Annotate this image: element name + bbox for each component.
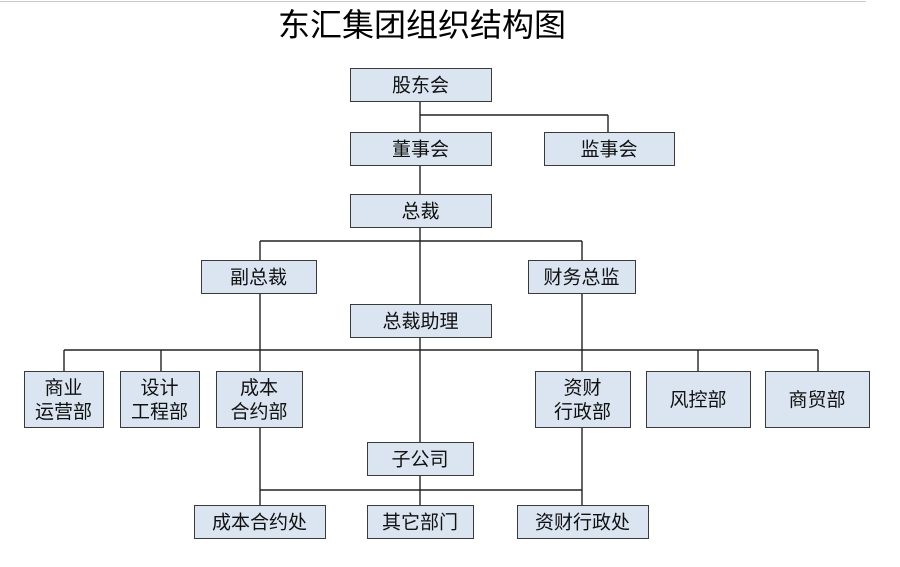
node-box: [544, 132, 675, 166]
chart-title: 东汇集团组织结构图: [278, 6, 566, 44]
node-label: 行政部: [554, 401, 611, 423]
node-cost-contract-office: 成本合约处: [194, 505, 326, 539]
node-other-depts: 其它部门: [367, 505, 474, 539]
node-label: 副总裁: [230, 267, 287, 289]
node-label: 子公司: [391, 449, 448, 471]
node-box: [517, 505, 649, 539]
node-president: 总裁: [350, 194, 492, 228]
node-shareholders: 股东会: [350, 68, 492, 102]
node-box: [350, 194, 492, 228]
node-box: [367, 505, 474, 539]
node-label: 运营部: [35, 401, 92, 423]
node-trade: 商贸部: [765, 371, 870, 428]
node-subsidiary: 子公司: [367, 442, 474, 476]
connectors: [63, 101, 819, 505]
node-label: 资财: [563, 377, 601, 399]
node-label: 监事会: [580, 139, 637, 161]
node-box: [350, 132, 492, 166]
node-box: [24, 371, 104, 428]
node-label: 董事会: [392, 139, 449, 161]
node-label: 工程部: [131, 401, 188, 423]
node-label: 资财行政处: [535, 512, 630, 534]
node-label: 商贸部: [788, 389, 845, 411]
node-finance-director: 财务总监: [528, 260, 636, 294]
node-box: [535, 371, 631, 428]
node-board: 董事会: [350, 132, 492, 166]
node-box: [765, 371, 870, 428]
node-box: [216, 371, 303, 428]
node-label: 财务总监: [543, 267, 619, 289]
node-risk-control: 风控部: [646, 371, 751, 428]
node-label: 股东会: [392, 75, 449, 97]
node-box: [194, 505, 326, 539]
node-box: [350, 68, 492, 102]
node-box: [646, 371, 751, 428]
node-box: [350, 304, 492, 338]
node-label: 成本: [240, 377, 278, 399]
node-label: 设计: [140, 377, 178, 399]
node-vice-president: 副总裁: [201, 260, 317, 294]
node-box: [201, 260, 317, 294]
node-box: [120, 371, 200, 428]
node-supervisors: 监事会: [544, 132, 675, 166]
node-box: [528, 260, 636, 294]
node-label: 成本合约处: [212, 512, 307, 534]
org-nodes: 股东会董事会监事会总裁副总裁财务总监总裁助理商业运营部设计工程部成本合约部资财行…: [24, 68, 870, 539]
node-label: 商业: [44, 377, 82, 399]
node-label: 合约部: [230, 401, 287, 423]
node-label: 其它部门: [382, 512, 458, 534]
node-label: 总裁: [401, 201, 439, 223]
node-finance-admin-office: 资财行政处: [517, 505, 649, 539]
node-label: 风控部: [669, 389, 726, 411]
node-president-assistant: 总裁助理: [350, 304, 492, 338]
node-label: 总裁助理: [382, 311, 458, 333]
node-box: [367, 442, 474, 476]
